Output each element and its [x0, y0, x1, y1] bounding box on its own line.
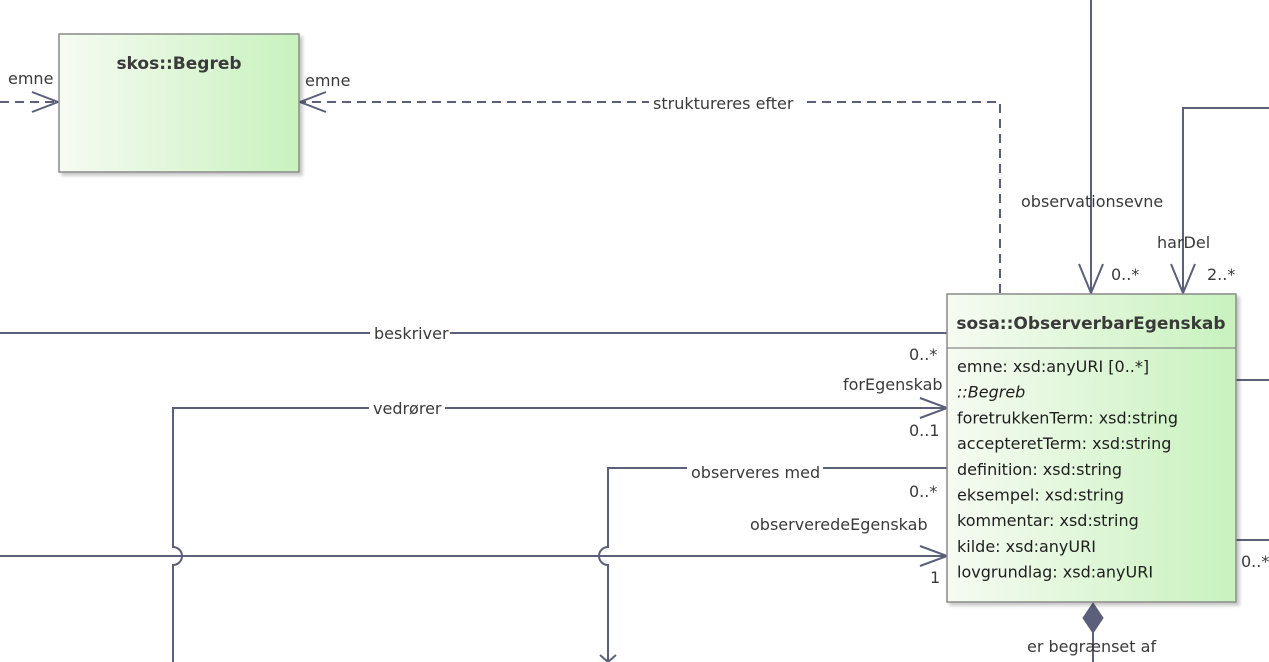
beskriver-multiplicity: 0..* — [909, 345, 937, 364]
observeredeEgenskab-role-label: observeredeEgenskab — [750, 515, 928, 534]
bottom-arrowhead-partial — [599, 654, 617, 662]
emne-left-arrowhead — [31, 91, 61, 113]
observeres-med-association-line[interactable] — [598, 467, 947, 662]
right-lower-multiplicity: 0..* — [1241, 552, 1269, 571]
class-attribute: lovgrundlag: xsd:anyURI — [957, 563, 1153, 582]
er-begraenset-af-label: er begrænset af — [1027, 637, 1156, 656]
class-skos-begreb[interactable]: skos::Begreb — [58, 33, 300, 173]
class-box — [58, 33, 300, 173]
vedrorer-association-line[interactable] — [172, 407, 947, 662]
observationsevne-arrowhead — [1078, 263, 1104, 296]
harDel-label: harDel — [1157, 233, 1210, 252]
class-title: sosa::ObserverbarEgenskab — [956, 314, 1225, 334]
attribute-group-header: ::Begreb — [957, 383, 1025, 402]
struktureres-efter-arrowhead — [297, 91, 327, 113]
forEgenskab-role-label: forEgenskab — [843, 375, 943, 394]
composition-diamond — [1082, 602, 1104, 634]
attribute-list: emne: xsd:anyURI [0..*]::Begrebforetrukk… — [957, 357, 1178, 582]
class-attribute: eksempel: xsd:string — [957, 486, 1124, 505]
harDel-association-line[interactable] — [1182, 107, 1269, 293]
vedrorer-label: vedrører — [373, 399, 442, 418]
observationsevne-multiplicity: 0..* — [1111, 265, 1139, 284]
class-attribute: kilde: xsd:anyURI — [957, 537, 1096, 556]
class-attribute: emne: xsd:anyURI [0..*] — [957, 357, 1149, 376]
harDel-multiplicity: 2..* — [1207, 265, 1235, 284]
observeres-med-multiplicity: 0..* — [909, 482, 937, 501]
class-attribute: accepteretTerm: xsd:string — [957, 434, 1171, 453]
observeres-med-label: observeres med — [691, 463, 820, 482]
class-box — [946, 293, 1237, 603]
class-attribute: kommentar: xsd:string — [957, 511, 1139, 530]
observationsevne-label: observationsevne — [1021, 192, 1163, 211]
struktureres-efter-label: struktureres efter — [653, 94, 794, 113]
emne-right-label: emne — [305, 71, 350, 90]
class-attribute: foretrukkenTerm: xsd:string — [957, 408, 1178, 427]
observeredeEgenskab-multiplicity: 1 — [930, 568, 940, 587]
class-attribute: definition: xsd:string — [957, 460, 1122, 479]
emne-left-label: emne — [8, 69, 53, 88]
class-title: skos::Begreb — [116, 54, 241, 74]
harDel-arrowhead — [1170, 263, 1196, 296]
struktureres-efter-dependency-line[interactable] — [300, 101, 1001, 293]
class-sosa-observerbaregenskab[interactable]: sosa::ObserverbarEgenskab emne: xsd:anyU… — [946, 293, 1237, 603]
beskriver-label: beskriver — [374, 324, 449, 343]
vedrorer-multiplicity: 0..1 — [909, 421, 940, 440]
